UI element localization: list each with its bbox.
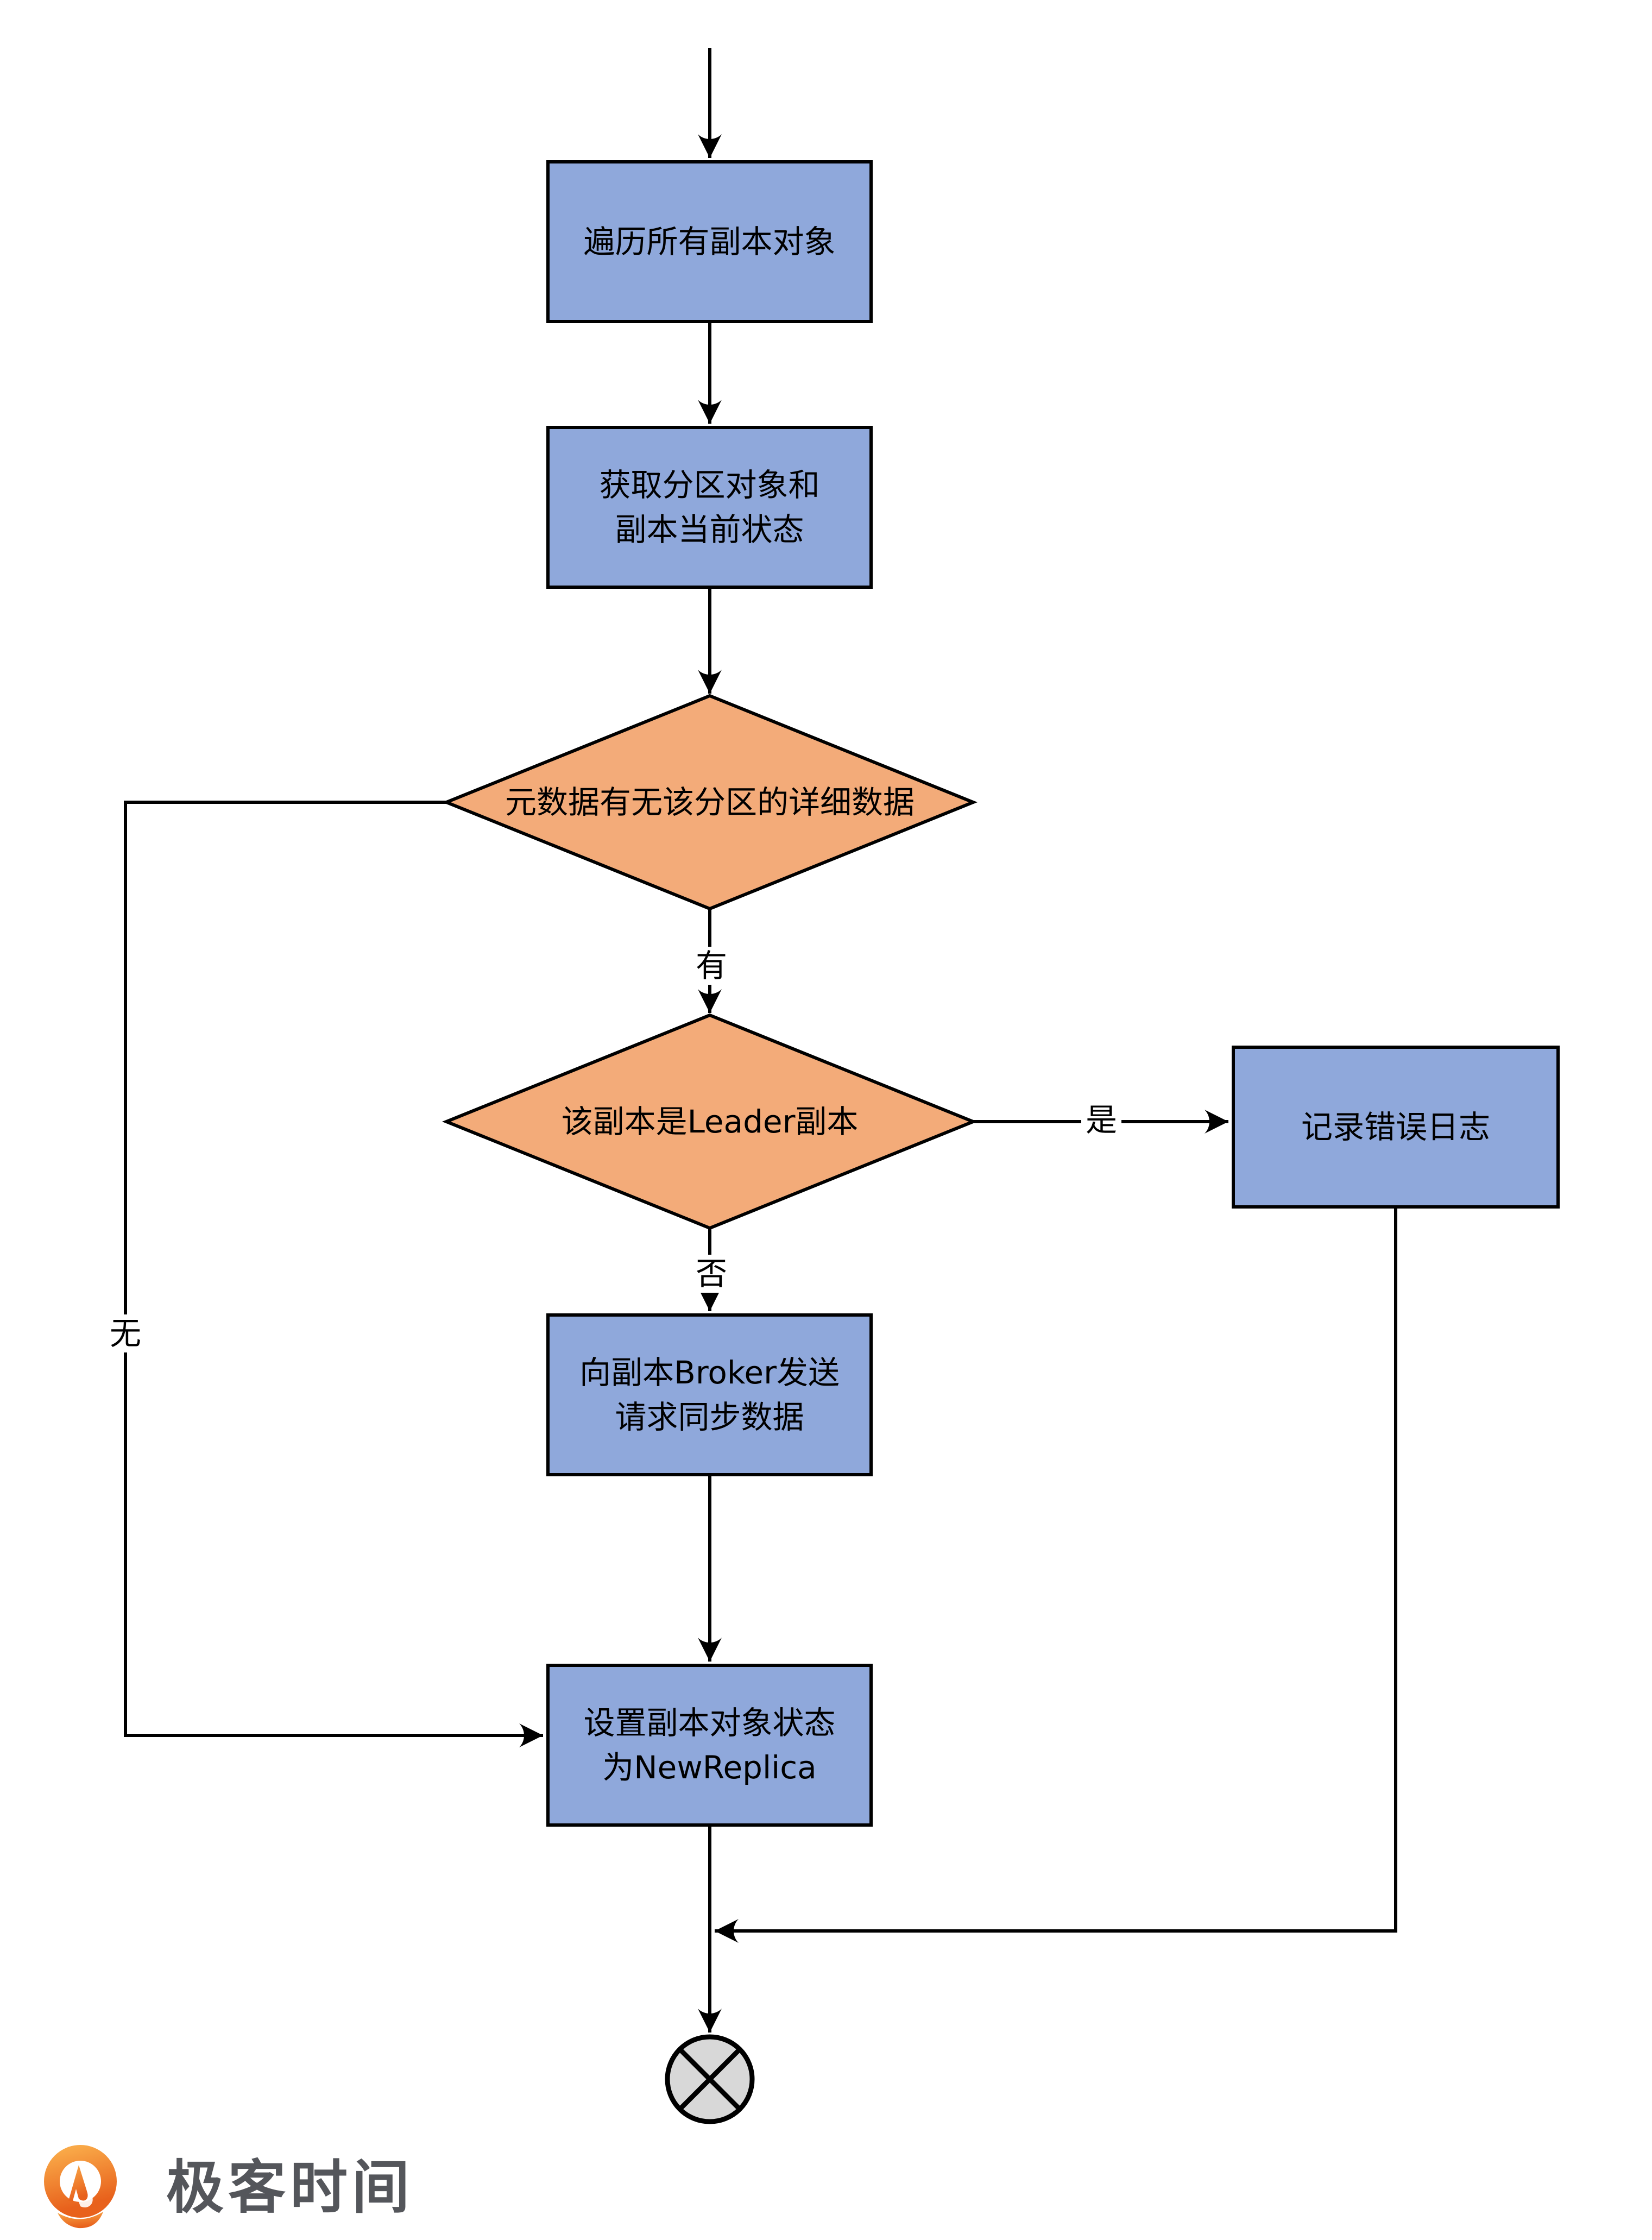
process-iterate-replicas-label: 遍历所有副本对象 [583, 223, 836, 260]
geek-time-logo-text: 极客时间 [166, 2154, 414, 2221]
edge-label-yes: 是 [1081, 1101, 1122, 1139]
edge-label-none: 无 [105, 1314, 146, 1352]
decision-meta-check-shape [442, 694, 978, 911]
process-send-sync-request-label: 向副本Broker发送 请求同步数据 [579, 1354, 840, 1436]
process-get-partition-state-label: 获取分区对象和 副本当前状态 [599, 466, 820, 548]
process-iterate-replicas: 遍历所有副本对象 [546, 160, 873, 323]
process-get-partition-state: 获取分区对象和 副本当前状态 [546, 426, 873, 589]
process-set-newreplica-state-label: 设置副本对象状态 为NewReplica [583, 1704, 836, 1786]
geek-time-logo-icon [44, 2145, 117, 2229]
edge-metacheck-none-to-setstate [124, 801, 543, 1747]
process-set-newreplica-state: 设置副本对象状态 为NewReplica [546, 1664, 873, 1827]
end-terminator-cross-line2 [678, 2047, 742, 2111]
edge-label-no: 否 [691, 1255, 732, 1293]
brand-logo: 极客时间 [26, 2144, 414, 2231]
edge-label-has: 有 [691, 947, 732, 985]
decision-leader-check-shape [442, 1013, 978, 1230]
process-log-error-label: 记录错误日志 [1301, 1108, 1490, 1146]
process-log-error: 记录错误日志 [1232, 1046, 1560, 1209]
process-send-sync-request: 向副本Broker发送 请求同步数据 [546, 1313, 873, 1476]
edge-logerror-to-join [715, 1209, 1397, 1943]
